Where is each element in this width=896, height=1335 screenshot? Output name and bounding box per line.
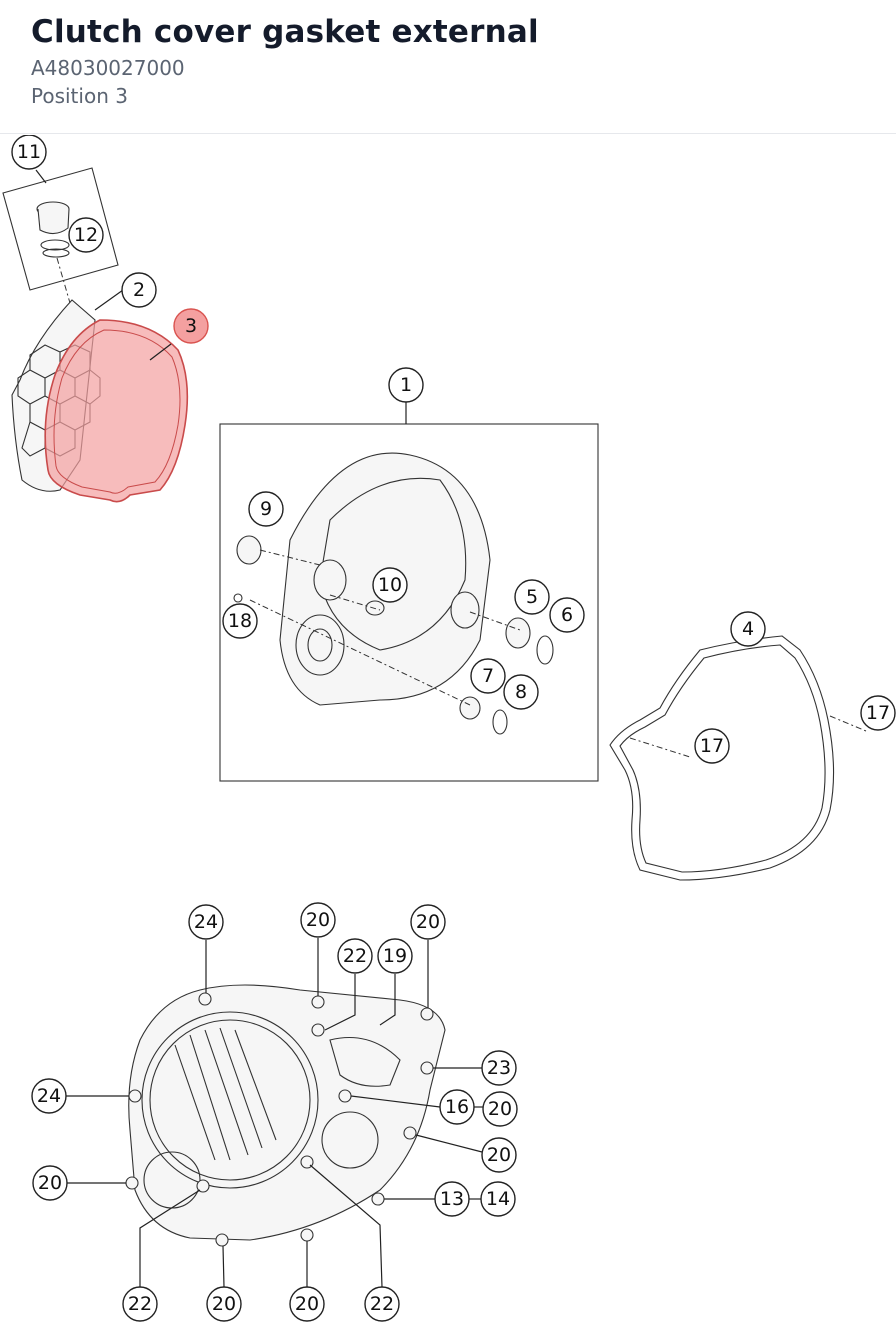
callout-24-top[interactable]: 24	[188, 904, 224, 940]
callout-20-bottom-b[interactable]: 20	[289, 1286, 325, 1322]
svg-text:9: 9	[260, 498, 272, 520]
svg-text:8: 8	[515, 681, 527, 703]
exploded-parts-diagram: 11 12 2 3 1 9 10 18 5 6 7 8 4 17 17 24 2…	[2, 135, 896, 1322]
callout-17-left[interactable]: 17	[694, 728, 730, 764]
clutch-cover-assembly-part	[125, 984, 446, 1247]
svg-text:24: 24	[194, 911, 218, 933]
svg-text:24: 24	[37, 1085, 61, 1107]
callout-5[interactable]: 5	[514, 579, 550, 615]
svg-text:3: 3	[185, 315, 197, 337]
outer-gasket-part	[609, 635, 867, 881]
callout-1[interactable]: 1	[388, 367, 424, 403]
filler-cap-inset	[2, 167, 119, 311]
svg-text:20: 20	[416, 911, 440, 933]
callout-16[interactable]: 16	[439, 1089, 475, 1125]
leader-lines	[66, 289, 483, 1288]
callout-3-selected[interactable]: 3	[173, 308, 209, 344]
callout-24-left[interactable]: 24	[31, 1078, 67, 1114]
svg-text:20: 20	[306, 909, 330, 931]
callout-22-bottom-right[interactable]: 22	[364, 1286, 400, 1322]
svg-text:22: 22	[343, 945, 367, 967]
callout-4[interactable]: 4	[730, 611, 766, 647]
callout-20-left[interactable]: 20	[32, 1165, 68, 1201]
callout-13[interactable]: 13	[434, 1181, 470, 1217]
callout-7[interactable]: 7	[470, 658, 506, 694]
callout-18[interactable]: 18	[222, 603, 258, 639]
svg-text:18: 18	[228, 610, 252, 632]
part-header: Clutch cover gasket external A4803002700…	[0, 0, 896, 134]
callout-20-right-a[interactable]: 20	[482, 1091, 518, 1127]
svg-text:20: 20	[487, 1144, 511, 1166]
svg-text:7: 7	[482, 665, 494, 687]
svg-text:22: 22	[128, 1293, 152, 1315]
part-position: Position 3	[31, 84, 128, 108]
svg-text:14: 14	[486, 1188, 510, 1210]
svg-text:20: 20	[488, 1098, 512, 1120]
svg-text:20: 20	[38, 1172, 62, 1194]
part-number: A48030027000	[31, 56, 185, 80]
callout-12[interactable]: 12	[68, 217, 104, 253]
svg-text:16: 16	[445, 1096, 469, 1118]
svg-text:20: 20	[295, 1293, 319, 1315]
svg-text:17: 17	[866, 702, 890, 724]
callout-19[interactable]: 19	[377, 938, 413, 974]
svg-text:19: 19	[383, 945, 407, 967]
clutch-cover-gasket-highlighted[interactable]	[44, 319, 189, 503]
callout-10[interactable]: 10	[372, 567, 408, 603]
svg-text:12: 12	[74, 224, 98, 246]
callout-20-top-left[interactable]: 20	[300, 902, 336, 938]
callout-23[interactable]: 23	[481, 1050, 517, 1086]
svg-text:1: 1	[400, 374, 412, 396]
callout-11[interactable]: 11	[11, 135, 47, 170]
callout-9[interactable]: 9	[248, 491, 284, 527]
svg-text:5: 5	[526, 586, 538, 608]
svg-text:10: 10	[378, 574, 402, 596]
svg-text:2: 2	[133, 279, 145, 301]
svg-text:17: 17	[700, 735, 724, 757]
callout-2[interactable]: 2	[121, 272, 157, 308]
svg-text:22: 22	[370, 1293, 394, 1315]
callout-6[interactable]: 6	[549, 597, 585, 633]
callout-17-right[interactable]: 17	[860, 695, 896, 731]
svg-text:20: 20	[212, 1293, 236, 1315]
callout-20-bottom-a[interactable]: 20	[206, 1286, 242, 1322]
callout-20-top-right[interactable]: 20	[410, 904, 446, 940]
callout-20-right-b[interactable]: 20	[481, 1137, 517, 1173]
svg-text:6: 6	[561, 604, 573, 626]
callout-8[interactable]: 8	[503, 674, 539, 710]
callout-22-bottom-left[interactable]: 22	[122, 1286, 158, 1322]
svg-text:13: 13	[440, 1188, 464, 1210]
callout-22-top[interactable]: 22	[337, 938, 373, 974]
svg-text:11: 11	[17, 141, 41, 163]
callout-14[interactable]: 14	[480, 1181, 516, 1217]
part-title: Clutch cover gasket external	[31, 14, 539, 50]
svg-text:4: 4	[742, 618, 754, 640]
svg-text:23: 23	[487, 1057, 511, 1079]
